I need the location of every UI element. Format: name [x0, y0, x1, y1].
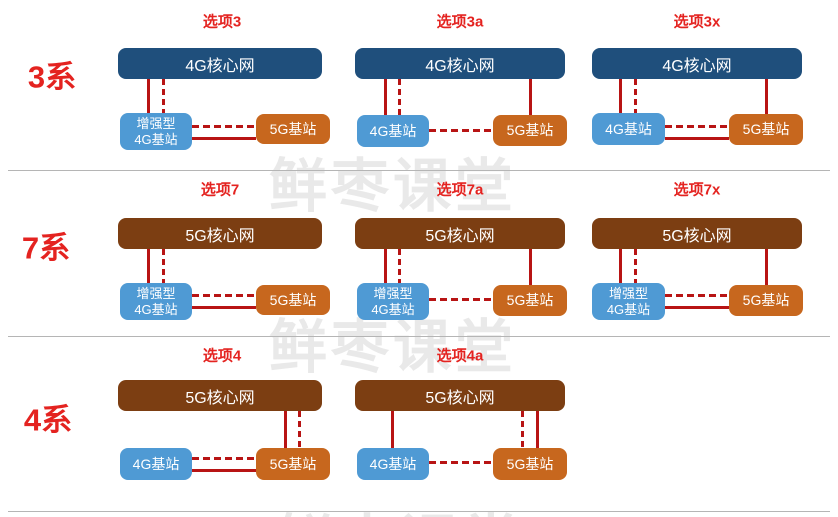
- connection-line-dashed: [161, 249, 165, 283]
- connection-line-solid: [383, 79, 387, 115]
- connection-line-dashed: [665, 293, 729, 297]
- connection-line-solid: [665, 136, 729, 140]
- base-station-box: 5G基站: [493, 115, 567, 146]
- watermark-text: 鲜枣课堂: [268, 154, 518, 219]
- core-network-bar: 4G核心网: [592, 48, 802, 79]
- core-network-bar: 4G核心网: [118, 48, 322, 79]
- connection-line-dashed: [520, 411, 524, 448]
- option-title: 选项3: [202, 13, 242, 31]
- core-network-bar: 4G核心网: [355, 48, 565, 79]
- row-separator: [8, 170, 830, 171]
- connection-line-dashed: [633, 249, 637, 283]
- base-station-label: 5G基站: [269, 291, 317, 308]
- option-title: 选项3x: [673, 13, 721, 31]
- connection-line-solid: [528, 79, 532, 115]
- option-title: 选项7a: [436, 181, 484, 199]
- series-label: 3系: [27, 59, 77, 95]
- connection-line-dashed: [665, 124, 729, 128]
- connection-line-dashed: [192, 293, 256, 297]
- base-station-box: 5G基站: [256, 114, 330, 144]
- row-separator: [8, 336, 830, 337]
- base-station-label: 5G基站: [506, 292, 554, 308]
- connection-line-solid: [618, 79, 622, 113]
- connection-line-dashed: [297, 411, 301, 448]
- base-station-label: 增强型: [608, 285, 648, 301]
- connection-line-solid: [535, 411, 539, 448]
- base-station-label: 4G基站: [371, 301, 415, 317]
- connection-line-dashed: [161, 79, 165, 113]
- base-station-label: 4G基站: [134, 301, 178, 317]
- base-station-box: 4G基站: [357, 448, 429, 480]
- option-title: 选项4: [202, 347, 242, 365]
- connection-line-dashed: [429, 128, 493, 132]
- core-network-bar: 5G核心网: [355, 218, 565, 249]
- connection-line-solid: [146, 79, 150, 113]
- base-station-box: 5G基站: [256, 285, 330, 315]
- connection-line-solid: [764, 79, 768, 114]
- series-label: 4系: [23, 402, 73, 438]
- base-station-label: 4G基站: [606, 301, 651, 317]
- connection-line-solid: [192, 136, 256, 140]
- connection-line-dashed: [397, 79, 401, 115]
- connection-line-dashed: [429, 297, 493, 301]
- connection-line-dashed: [192, 124, 256, 128]
- base-station-label: 4G基站: [369, 455, 417, 472]
- base-station-box: 5G基站: [493, 285, 567, 316]
- connection-line-solid: [764, 249, 768, 285]
- base-station-label: 5G基站: [742, 121, 790, 137]
- base-station-label: 4G基站: [369, 122, 417, 139]
- watermark-text: 鲜枣课堂: [276, 495, 524, 517]
- connection-line-dashed: [633, 79, 637, 113]
- option-title: 选项4a: [436, 347, 484, 365]
- base-station-label: 5G基站: [742, 292, 790, 308]
- connection-line-solid: [383, 249, 387, 283]
- base-station-label: 4G基站: [132, 455, 180, 472]
- base-station-label: 增强型: [373, 285, 413, 301]
- connection-line-solid: [618, 249, 622, 283]
- connection-line-solid: [528, 249, 532, 285]
- base-station-label: 5G基站: [269, 120, 317, 137]
- base-station-label: 4G基站: [134, 131, 178, 147]
- connection-line-solid: [665, 305, 729, 309]
- connection-line-solid: [146, 249, 150, 283]
- connection-line-solid: [390, 411, 394, 448]
- core-network-bar: 5G核心网: [118, 218, 322, 249]
- core-network-bar: 5G核心网: [118, 380, 322, 411]
- base-station-box: 4G基站: [120, 448, 192, 480]
- connection-line-solid: [192, 468, 256, 472]
- option-title: 选项3a: [436, 13, 484, 31]
- connection-line-dashed: [429, 460, 493, 464]
- base-station-label: 增强型: [136, 285, 176, 301]
- option-title: 选项7x: [673, 181, 721, 199]
- connection-line-dashed: [192, 456, 256, 460]
- core-network-bar: 5G核心网: [592, 218, 802, 249]
- connection-line-solid: [283, 411, 287, 448]
- base-station-box: 5G基站: [729, 285, 803, 316]
- series-label: 7系: [21, 230, 71, 266]
- base-station-label: 5G基站: [269, 455, 317, 472]
- connection-line-dashed: [397, 249, 401, 283]
- base-station-box: 5G基站: [729, 114, 803, 145]
- connection-line-solid: [192, 305, 256, 309]
- option-title: 选项7: [200, 181, 240, 199]
- base-station-box: 4G基站: [592, 113, 665, 145]
- watermark-text: 鲜枣课堂: [268, 315, 518, 380]
- base-station-label: 增强型: [136, 115, 176, 131]
- base-station-label: 5G基站: [506, 455, 554, 472]
- base-station-label: 4G基站: [605, 120, 652, 137]
- core-network-bar: 5G核心网: [355, 380, 565, 411]
- base-station-box: 4G基站: [357, 115, 429, 147]
- row-separator: [8, 511, 830, 512]
- base-station-box: 5G基站: [493, 448, 567, 480]
- base-station-label: 5G基站: [506, 122, 554, 138]
- base-station-box: 5G基站: [256, 448, 330, 480]
